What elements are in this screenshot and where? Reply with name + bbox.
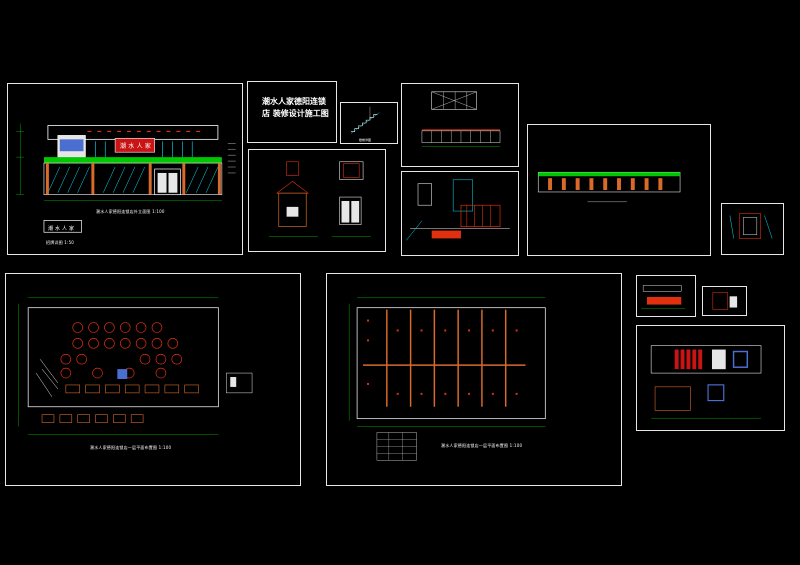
sign-detail-caption: 招牌详图 1:50 <box>46 240 75 245</box>
interior-elevation-drawing <box>406 179 510 241</box>
title-sheet: 潮水人家德阳连锁 店 装修设计施工图 <box>247 81 337 143</box>
second-floor-plan-drawing <box>348 297 546 461</box>
small-detail-drawing <box>729 213 773 239</box>
door-detail-sheet <box>702 286 747 316</box>
wall-elevation-sheet <box>636 325 785 431</box>
facade-caption: 潮水人家德阳连锁店外立面图 1:100 <box>96 209 165 214</box>
counter-detail-drawing <box>641 285 686 309</box>
counter-detail-sheet <box>636 275 696 317</box>
railing-elevation-drawing <box>421 91 501 147</box>
second-floor-plan-sheet: 潮水人家德阳连锁店一层平面布置图 1:100 <box>326 273 622 486</box>
stair-caption: 楼梯详图 <box>359 138 372 142</box>
first-floor-plan-sheet: 潮水人家德阳连锁店一层平面布置图 1:100 <box>5 273 301 486</box>
drawing-set-title-1: 潮水人家德阳连锁 <box>262 97 326 106</box>
plan1-caption: 潮水人家德阳连锁店一层平面布置图 1:100 <box>90 445 172 450</box>
railing-elevation-sheet <box>401 83 519 167</box>
door-elevation-sheet <box>248 149 386 252</box>
plan2-caption: 潮水人家德阳连锁店一层平面布置图 1:100 <box>441 443 523 448</box>
stair-detail-drawing <box>350 106 380 134</box>
drawing-set-title-2: 店 装修设计施工图 <box>262 109 329 118</box>
facade-elevation-drawing <box>16 123 236 233</box>
first-floor-plan-drawing <box>18 297 253 435</box>
long-elevation-sheet <box>527 124 711 256</box>
door-detail-drawing <box>712 292 738 310</box>
stair-detail-sheet: 楼梯详图 <box>340 102 398 144</box>
wall-elevation-drawing <box>650 345 762 419</box>
facade-elevation-sheet: 潮 水 人 家 潮水人家德阳连锁店外立面图 1:100 潮 水 人 家 招牌详图… <box>7 83 243 255</box>
long-elevation-drawing <box>537 171 681 203</box>
main-sign-text: 潮 水 人 家 <box>120 143 152 150</box>
door-elevation-drawing <box>268 161 371 237</box>
small-detail-sheet <box>721 203 784 255</box>
small-sign-text: 潮 水 人 家 <box>48 226 75 232</box>
interior-elevation-sheet <box>401 171 519 256</box>
